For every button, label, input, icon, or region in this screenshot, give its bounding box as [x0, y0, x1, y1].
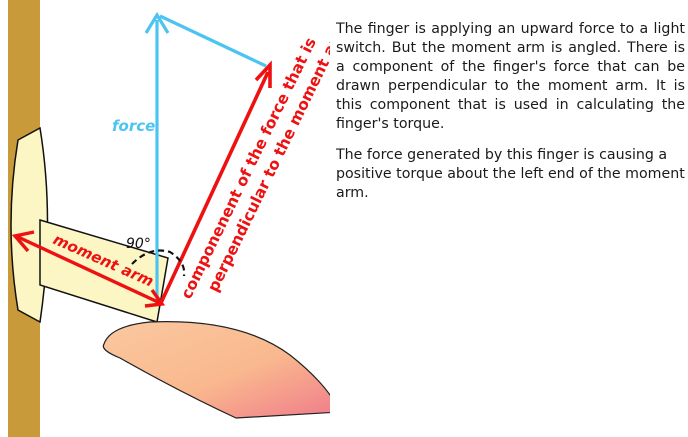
explanation-paragraph-1: The finger is applying an upward force t… [336, 21, 685, 132]
component-arrow [158, 60, 272, 306]
right-angle-arc [131, 249, 186, 277]
switch-plate [10, 126, 49, 324]
component-label-line1: componenent of the force that is [177, 35, 320, 302]
component-label: componenent of the force that is perpend… [177, 20, 330, 302]
explanation-paragraph-2: The force generated by this finger is ca… [336, 147, 685, 201]
force-label: force [112, 117, 155, 135]
force-arrow [144, 11, 267, 305]
torque-diagram: force 90° moment arm componenent of the … [8, 0, 330, 437]
component-label-line2: perpendicular to the moment arm [204, 20, 330, 295]
angle-label: 90° [126, 236, 151, 252]
explanation-text: The finger is applying an upward force t… [336, 20, 685, 215]
finger [102, 321, 330, 419]
moment-arm-arrow [11, 230, 166, 308]
